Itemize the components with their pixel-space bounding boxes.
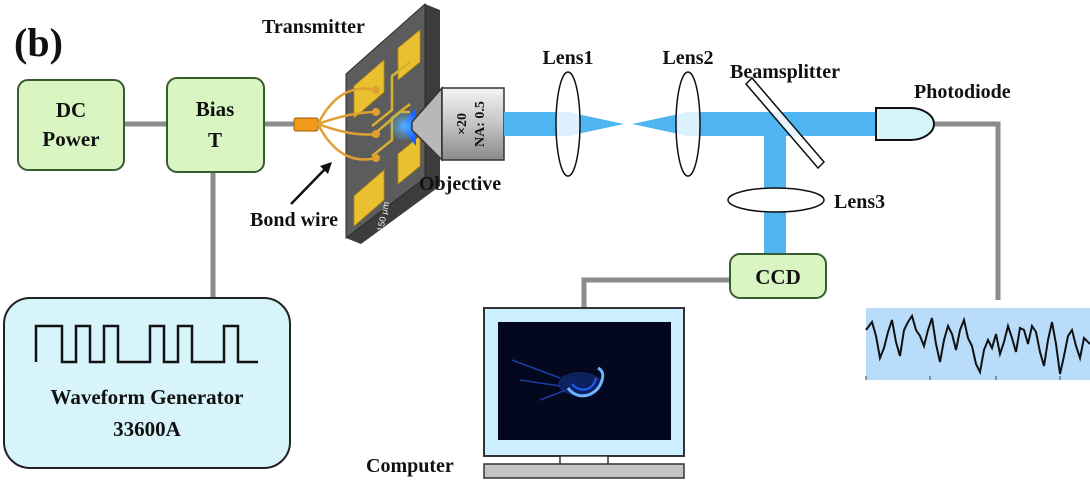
trace-signal [865,313,1090,376]
dc-power-line2: Power [42,127,99,151]
bond-wires [316,87,377,161]
objective-na: NA: 0.5 [473,101,488,147]
square-wave-icon [34,324,258,364]
lens3-label: Lens3 [834,191,885,213]
objective-magnification: ×20 [455,113,470,135]
beamsplitter-label: Beamsplitter [730,61,840,83]
cable-ccd-computer [581,277,732,308]
bias-t-box: Bias T [166,77,265,173]
dc-power-line1: DC [56,98,86,122]
bond-wire-dots [372,86,380,162]
lens2-label: Lens2 [662,47,713,69]
waveform-generator-box: Waveform Generator 33600A [3,297,291,469]
objective-lens: ×20 NA: 0.5 [411,86,505,162]
ccd-label: CCD [755,265,801,289]
trace-ticks [865,376,1061,380]
cables [124,121,1001,308]
bias-t-line1: Bias [196,97,235,121]
lens3 [727,187,825,213]
photodiode-label: Photodiode [914,81,1011,103]
cable-photodiode-trace [932,121,1001,300]
ccd-box: CCD [729,253,827,299]
transmitter-label: Transmitter [262,16,365,38]
dc-power-box: DC Power [17,79,125,171]
photodiode-trace [865,308,1090,380]
waveform-generator-line1: Waveform Generator [50,385,243,409]
sma-connector [293,117,319,132]
bond-wire-arrow [290,162,332,205]
lens1-label: Lens1 [542,47,593,69]
panel-label: (b) [14,20,63,65]
chip-pads [353,29,421,227]
objective-label: Objective [419,173,501,195]
bond-wire-label: Bond wire [250,209,338,231]
computer-monitor [483,307,685,479]
beamsplitter [744,76,826,170]
bias-t-line2: T [208,128,222,152]
computer-label: Computer [366,455,454,477]
ccd-image [511,359,605,401]
lens2 [675,71,701,177]
emission-glow [388,110,420,142]
waveform-generator-line2: 33600A [113,417,182,441]
lens1 [555,71,581,177]
photodiode [875,107,935,141]
